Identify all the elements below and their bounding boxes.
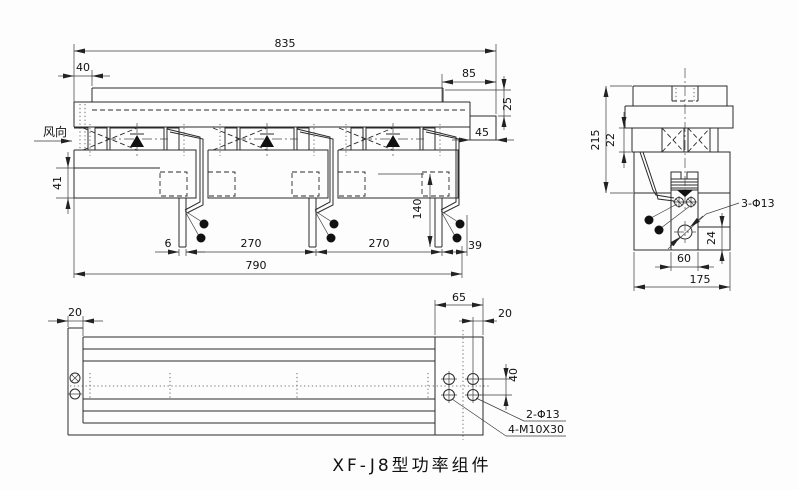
dim-140: 140 xyxy=(411,199,424,220)
front-dimensions: 835 40 85 25 45 41 140 xyxy=(51,37,514,278)
side-outline xyxy=(624,68,734,251)
gate-wire xyxy=(639,151,675,202)
wire-terminal xyxy=(196,233,206,243)
front-heatsink-blocks xyxy=(73,127,459,248)
diode-module-1 xyxy=(82,123,209,243)
clamp-screw xyxy=(685,196,697,208)
side-view: 215 22 3-Φ13 24 60 175 xyxy=(589,68,775,291)
side-hole xyxy=(674,221,696,243)
bottom-mounting-holes xyxy=(441,371,481,403)
note-2-phi13: 2-Φ13 xyxy=(526,408,560,421)
dim-790: 790 xyxy=(246,259,267,272)
dim-85: 85 xyxy=(462,67,476,80)
wire-terminal xyxy=(199,219,209,229)
dim-270-a: 270 xyxy=(241,237,262,250)
clamp-spring xyxy=(677,190,693,197)
wire-terminal xyxy=(654,225,664,235)
dim-45: 45 xyxy=(475,126,489,139)
side-dimensions: 215 22 3-Φ13 24 60 175 xyxy=(589,85,775,291)
thyristor-symbol xyxy=(130,135,144,147)
drawing-title: XF-J8型功率组件 xyxy=(332,456,491,476)
thyristor-symbol xyxy=(386,135,400,147)
clamp-screw xyxy=(673,196,685,208)
wire-terminal xyxy=(644,215,654,225)
wire-terminal xyxy=(329,219,339,229)
note-3-phi13: 3-Φ13 xyxy=(741,197,775,210)
bottom-left-holes xyxy=(68,372,82,400)
dim-40: 40 xyxy=(76,61,90,74)
wind-direction-label: 风向 xyxy=(43,124,67,139)
dim-40-bottom: 40 xyxy=(507,368,520,382)
front-busbar-outline xyxy=(73,87,497,150)
dim-39: 39 xyxy=(468,239,482,252)
wire-terminal xyxy=(455,219,465,229)
wire-terminal xyxy=(452,233,462,243)
dim-25: 25 xyxy=(501,97,514,111)
dim-60: 60 xyxy=(677,252,691,265)
dim-22: 22 xyxy=(604,133,617,147)
bottom-dimensions: 20 65 20 40 2-Φ13 4-M10X30 xyxy=(48,291,566,437)
dim-20-right: 20 xyxy=(498,307,512,320)
dim-6: 6 xyxy=(165,237,172,250)
note-4-m10x30: 4-M10X30 xyxy=(508,423,564,436)
thyristor-symbol xyxy=(260,135,274,147)
wire-terminal xyxy=(326,233,336,243)
bottom-view: 20 65 20 40 2-Φ13 4-M10X30 xyxy=(48,291,566,440)
front-view: 风向 835 40 85 25 45 xyxy=(34,37,514,278)
diode-module-2 xyxy=(212,123,339,243)
dim-20-left: 20 xyxy=(68,306,82,319)
dim-215: 215 xyxy=(589,130,602,151)
dim-65: 65 xyxy=(452,291,466,304)
bottom-outline xyxy=(67,327,490,440)
clamp-assembly xyxy=(639,151,699,250)
dim-41: 41 xyxy=(51,176,64,190)
dim-175: 175 xyxy=(690,273,711,286)
dim-270-b: 270 xyxy=(369,237,390,250)
diode-module-3 xyxy=(338,123,465,243)
wind-direction: 风向 xyxy=(34,124,72,144)
dim-24: 24 xyxy=(705,231,718,245)
dim-835: 835 xyxy=(275,37,296,50)
